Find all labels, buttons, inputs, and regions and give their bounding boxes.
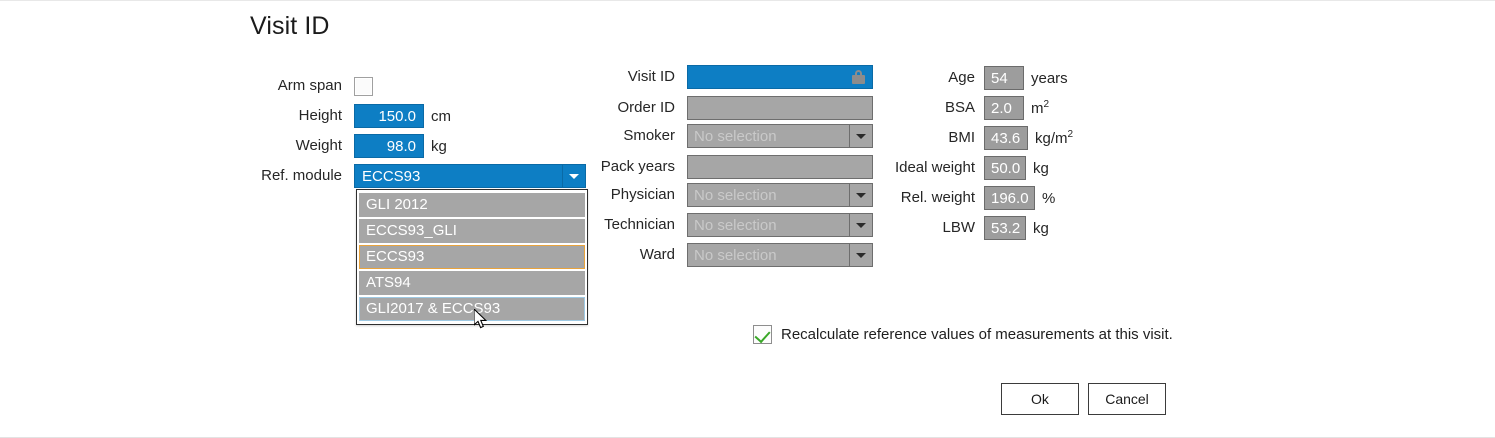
smoker-value: No selection <box>694 127 777 145</box>
order-id-input[interactable] <box>687 96 873 120</box>
label-ref-module: Ref. module <box>261 167 342 184</box>
lock-icon <box>852 70 865 84</box>
chevron-down-icon[interactable] <box>562 165 585 187</box>
ok-button[interactable]: Ok <box>1001 383 1079 415</box>
field-row-arm-span: Arm span <box>250 74 373 98</box>
dropdown-item-hovered[interactable]: GLI2017 & ECCS93 <box>359 297 585 321</box>
bsa-value: 2.0 <box>984 96 1024 120</box>
technician-combobox[interactable]: No selection <box>687 213 873 237</box>
chevron-down-icon[interactable] <box>849 214 872 236</box>
check-icon <box>754 326 771 344</box>
weight-input[interactable]: 98.0 <box>354 134 424 158</box>
field-row-bmi: BMI 43.6 kg/m2 <box>860 126 1073 150</box>
arm-span-checkbox[interactable] <box>354 76 373 96</box>
field-row-ideal-weight: Ideal weight 50.0 kg <box>860 156 1049 180</box>
field-row-visit-id: Visit ID <box>560 65 873 89</box>
field-row-lbw: LBW 53.2 kg <box>860 216 1049 240</box>
label-rel-weight: Rel. weight <box>900 189 975 206</box>
label-pack-years: Pack years <box>600 158 675 175</box>
recalculate-checkbox[interactable] <box>753 325 772 344</box>
chevron-down-icon[interactable] <box>849 184 872 206</box>
dropdown-item-selected[interactable]: ECCS93 <box>359 245 585 269</box>
field-row-order-id: Order ID <box>560 96 873 120</box>
age-value: 54 <box>984 66 1024 90</box>
label-bmi: BMI <box>948 129 975 146</box>
unit-ideal-weight: kg <box>1033 159 1049 177</box>
ref-module-dropdown-list[interactable]: GLI 2012 ECCS93_GLI ECCS93 ATS94 GLI2017… <box>356 189 588 325</box>
lbw-value: 53.2 <box>984 216 1026 240</box>
field-row-rel-weight: Rel. weight 196.0 % <box>860 186 1055 210</box>
field-row-technician: Technician No selection <box>560 213 873 237</box>
label-visit-id: Visit ID <box>627 68 675 85</box>
cancel-button[interactable]: Cancel <box>1088 383 1166 415</box>
label-age: Age <box>948 69 975 86</box>
rel-weight-value: 196.0 <box>984 186 1035 210</box>
chevron-down-icon[interactable] <box>849 125 872 147</box>
label-ideal-weight: Ideal weight <box>894 159 975 176</box>
unit-weight: kg <box>431 137 447 155</box>
label-physician: Physician <box>610 186 675 203</box>
field-row-pack-years: Pack years <box>560 155 873 179</box>
unit-rel-weight: % <box>1042 189 1056 207</box>
ref-module-value: ECCS93 <box>362 167 421 185</box>
height-input[interactable]: 150.0 <box>354 104 424 128</box>
smoker-combobox[interactable]: No selection <box>687 124 873 148</box>
unit-lbw: kg <box>1033 219 1049 237</box>
recalculate-reference-values-row[interactable]: Recalculate reference values of measurem… <box>753 325 1173 344</box>
field-row-ward: Ward No selection <box>560 243 873 267</box>
ward-combobox[interactable]: No selection <box>687 243 873 267</box>
chevron-down-icon[interactable] <box>849 244 872 266</box>
dropdown-item[interactable]: GLI 2012 <box>359 193 585 217</box>
page-title: Visit ID <box>250 12 330 40</box>
ward-value: No selection <box>694 246 777 264</box>
label-bsa: BSA <box>944 99 975 116</box>
field-row-smoker: Smoker No selection <box>560 124 873 148</box>
ref-module-combobox[interactable]: ECCS93 <box>354 164 586 188</box>
field-row-weight: Weight 98.0 kg <box>250 134 447 158</box>
label-lbw: LBW <box>942 219 975 236</box>
recalculate-label: Recalculate reference values of measurem… <box>781 326 1173 343</box>
physician-combobox[interactable]: No selection <box>687 183 873 207</box>
field-row-height: Height 150.0 cm <box>250 104 451 128</box>
label-technician: Technician <box>604 216 675 233</box>
field-row-physician: Physician No selection <box>560 183 873 207</box>
unit-bsa: m2 <box>1031 98 1050 117</box>
label-weight: Weight <box>295 137 342 154</box>
bmi-value: 43.6 <box>984 126 1028 150</box>
physician-value: No selection <box>694 186 777 204</box>
label-height: Height <box>298 107 342 124</box>
pack-years-input[interactable] <box>687 155 873 179</box>
unit-age: years <box>1031 69 1068 87</box>
label-arm-span: Arm span <box>277 77 342 94</box>
technician-value: No selection <box>694 216 777 234</box>
dropdown-item[interactable]: ATS94 <box>359 271 585 295</box>
visit-id-input[interactable] <box>687 65 873 89</box>
label-order-id: Order ID <box>617 99 675 116</box>
label-ward: Ward <box>639 246 675 263</box>
field-row-bsa: BSA 2.0 m2 <box>860 96 1049 120</box>
field-row-age: Age 54 years <box>860 66 1068 90</box>
unit-height: cm <box>431 107 451 125</box>
dropdown-item[interactable]: ECCS93_GLI <box>359 219 585 243</box>
field-row-ref-module: Ref. module ECCS93 <box>250 164 586 188</box>
label-smoker: Smoker <box>623 127 675 144</box>
unit-bmi: kg/m2 <box>1035 128 1074 147</box>
ideal-weight-value: 50.0 <box>984 156 1026 180</box>
